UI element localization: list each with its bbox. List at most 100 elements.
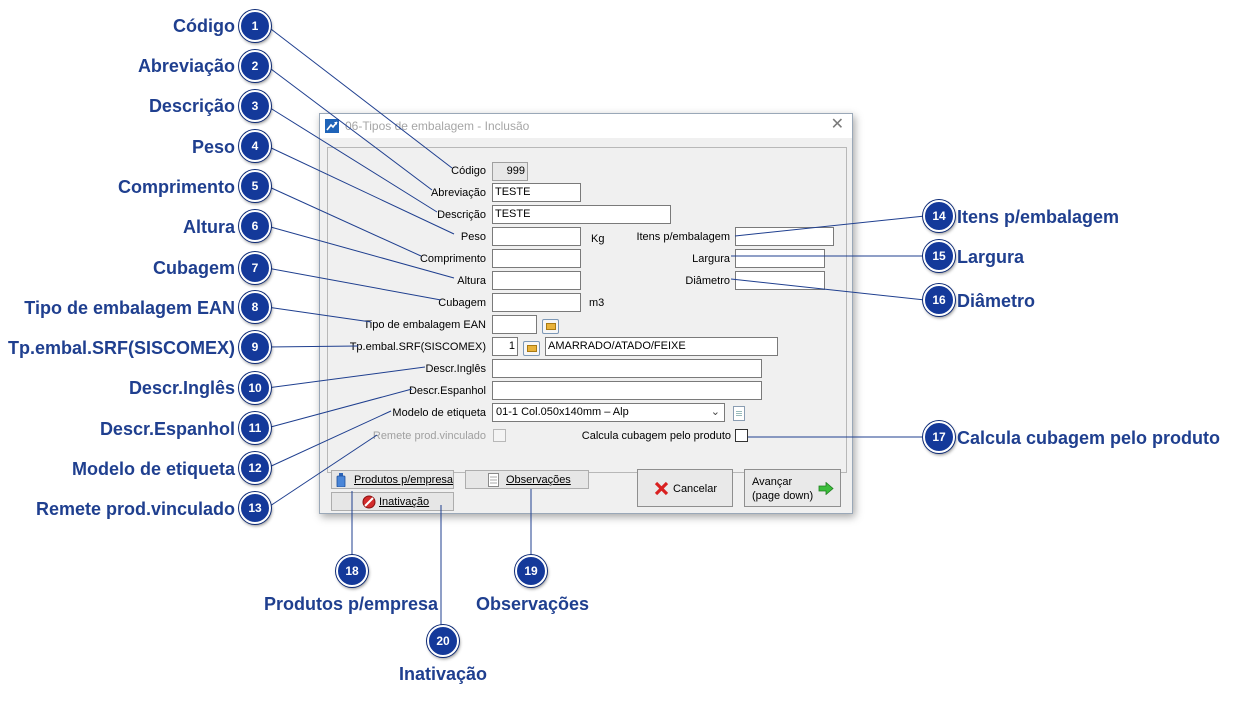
srf-code-input[interactable]: 1 [492,337,518,356]
callout-label-2: Abreviação [137,56,235,76]
callout-label-7: Cubagem [152,258,235,278]
descr-espanhol-label: Descr.Espanhol [408,385,486,397]
cubagem-input[interactable] [492,293,581,312]
close-icon[interactable]: ✕ [830,116,844,133]
modelo-etiqueta-document-icon[interactable] [733,406,745,421]
calcula-checkbox[interactable] [735,429,748,442]
callout-label-20: Inativação [399,664,488,684]
tipo-ean-label: Tipo de embalagem EAN [363,319,487,331]
callout-label-14: Itens p/embalagem [957,207,1120,227]
cubagem-unit: m3 [589,297,605,309]
form-panel [327,147,847,473]
callout-badge-13: 13 [239,492,271,524]
dialog-window: 06-Tipos de embalagem - Inclusão ✕ Códig… [319,113,853,514]
chevron-down-icon[interactable]: ⌄ [710,406,720,418]
srf-description-field: AMARRADO/ATADO/FEIXE [545,337,778,356]
largura-label: Largura [692,253,730,265]
cancelar-button[interactable]: Cancelar [637,469,733,507]
callout-label-8: Tipo de embalagem EAN [24,298,235,318]
comprimento-label: Comprimento [419,253,486,265]
remete-label: Remete prod.vinculado [372,430,486,442]
avancar-button[interactable]: Avançar (page down) [744,469,841,507]
descr-ingles-input[interactable] [492,359,762,378]
itens-input[interactable] [735,227,834,246]
bottle-icon [336,473,346,487]
produtos-empresa-label: Produtos p/empresa [354,474,454,486]
callout-label-18: Produtos p/empresa [264,594,439,614]
itens-label: Itens p/embalagem [636,231,730,243]
diametro-input[interactable] [735,271,825,290]
cancelar-label: Cancelar [673,483,718,495]
callout-badge-14: 14 [923,200,955,232]
descr-ingles-label: Descr.Inglês [425,363,486,375]
callout-label-11: Descr.Espanhol [99,419,235,439]
title-bar[interactable]: 06-Tipos de embalagem - Inclusão ✕ [320,114,852,138]
callout-badge-1: 1 [239,10,271,42]
callout-label-15: Largura [957,247,1025,267]
tipo-ean-input[interactable] [492,315,537,334]
arrow-right-icon [818,482,834,495]
codigo-field: 999 [492,162,528,181]
comprimento-input[interactable] [492,249,581,268]
callout-badge-7: 7 [239,252,271,284]
callout-label-16: Diâmetro [957,291,1036,311]
callout-label-17: Calcula cubagem pelo produto [957,428,1221,448]
modelo-etiqueta-select[interactable]: 01-1 Col.050x140mm – Alp ⌄ [492,403,725,422]
callout-label-3: Descrição [148,96,235,116]
peso-input[interactable] [492,227,581,246]
altura-input[interactable] [492,271,581,290]
callout-label-1: Código [173,16,235,36]
callout-label-6: Altura [182,217,235,237]
diametro-label: Diâmetro [685,275,730,287]
app-icon [325,119,339,133]
callout-badge-17: 17 [923,421,955,453]
callout-label-12: Modelo de etiqueta [71,459,235,479]
observacoes-label: Observações [506,474,571,486]
descr-espanhol-input[interactable] [492,381,762,400]
abreviacao-input[interactable]: TESTE [492,183,581,202]
callout-label-10: Descr.Inglês [128,378,235,398]
remete-checkbox[interactable] [493,429,506,442]
cancel-x-icon [654,481,669,496]
callout-badge-4: 4 [239,130,271,162]
srf-lookup-icon[interactable] [523,341,540,356]
callout-badge-19: 19 [515,555,547,587]
largura-input[interactable] [735,249,825,268]
descricao-label: Descrição [437,209,486,221]
callout-badge-12: 12 [239,452,271,484]
callout-label-19: Observações [476,594,590,614]
inativacao-button[interactable]: Inativação [331,492,454,511]
srf-label: Tp.embal.SRF(SISCOMEX) [349,341,486,353]
tipo-ean-lookup-icon[interactable] [542,319,559,334]
peso-unit: Kg [591,233,605,245]
callout-badge-16: 16 [923,284,955,316]
callout-badge-2: 2 [239,50,271,82]
descricao-input[interactable]: TESTE [492,205,671,224]
callout-badge-18: 18 [336,555,368,587]
callout-badge-11: 11 [239,412,271,444]
callout-badge-8: 8 [239,291,271,323]
callout-label-9: Tp.embal.SRF(SISCOMEX) [7,338,235,358]
observacoes-button[interactable]: Observações [465,470,589,489]
codigo-label: Código [451,165,486,177]
calcula-label: Calcula cubagem pelo produto [581,430,731,442]
avancar-shortcut-label: (page down) [752,490,814,502]
inativacao-label: Inativação [379,496,430,508]
peso-label: Peso [460,231,486,243]
callout-badge-20: 20 [427,625,459,657]
callout-label-5: Comprimento [118,177,235,197]
modelo-etiqueta-label: Modelo de etiqueta [392,407,486,419]
modelo-etiqueta-value: 01-1 Col.050x140mm – Alp [496,406,629,418]
callout-badge-6: 6 [239,210,271,242]
window-title: 06-Tipos de embalagem - Inclusão [345,119,530,133]
produtos-empresa-button[interactable]: Produtos p/empresa [331,470,454,489]
callout-badge-9: 9 [239,331,271,363]
callout-badge-3: 3 [239,90,271,122]
avancar-label: Avançar [752,476,793,488]
callout-badge-5: 5 [239,170,271,202]
callout-label-4: Peso [191,137,235,157]
altura-label: Altura [457,275,486,287]
block-icon [362,495,376,509]
callout-badge-10: 10 [239,372,271,404]
abreviacao-label: Abreviação [430,187,486,199]
